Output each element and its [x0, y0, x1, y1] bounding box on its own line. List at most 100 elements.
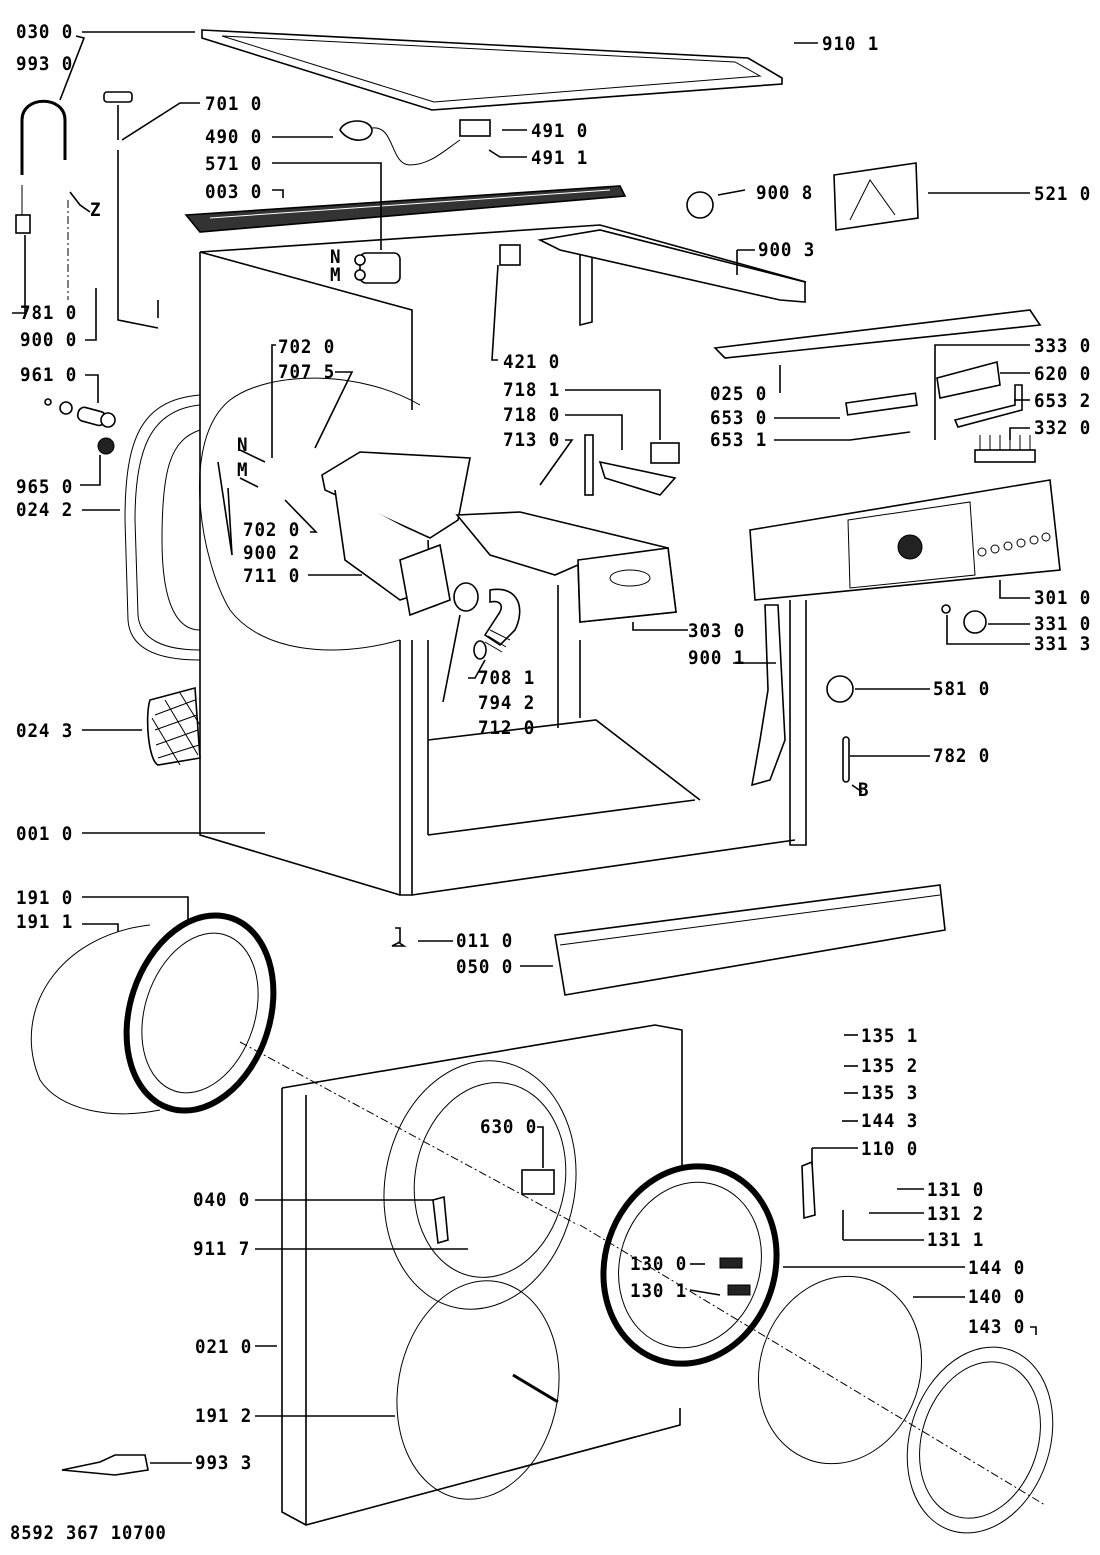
- callout-110-0: 110 0: [861, 1138, 919, 1160]
- door-gasket: [30, 912, 277, 1115]
- front-panel: [239, 1024, 683, 1526]
- callout-707-5: 707 5: [278, 361, 336, 383]
- callout-620-0: 620 0: [1034, 363, 1092, 385]
- drain-hose-pipe: [117, 105, 159, 329]
- callout-653-0: 653 0: [710, 407, 768, 429]
- callout-191-0: 191 0: [16, 887, 74, 909]
- top-lid: [201, 29, 783, 111]
- callout-025-0: 025 0: [710, 383, 768, 405]
- callout-131-1: 131 1: [927, 1229, 985, 1251]
- inlet-hose: [15, 99, 69, 300]
- callout-144-3: 144 3: [861, 1110, 919, 1132]
- callout-702-0-a: 702 0: [278, 336, 336, 358]
- callout-030-0: 030 0: [16, 21, 74, 43]
- callout-718-0: 718 0: [503, 404, 561, 426]
- top-rail: [537, 229, 806, 303]
- rear-grill: [146, 686, 201, 766]
- callout-713-0: 713 0: [503, 429, 561, 451]
- cabinet-body: [199, 224, 807, 896]
- callout-131-2: 131 2: [927, 1203, 985, 1225]
- callout-900-3: 900 3: [758, 239, 816, 261]
- part-713-0: [584, 434, 594, 496]
- callout-144-0: 144 0: [968, 1257, 1026, 1279]
- callout-491-1: 491 1: [531, 147, 589, 169]
- callout-m-heater: M: [237, 459, 249, 481]
- callout-m-valve: M: [330, 264, 342, 286]
- callout-135-3: 135 3: [861, 1082, 919, 1104]
- callout-911-7: 911 7: [193, 1238, 251, 1260]
- callout-718-1: 718 1: [503, 379, 561, 401]
- drain-filter: [44, 398, 116, 455]
- callout-581-0: 581 0: [933, 678, 991, 700]
- callout-191-1: 191 1: [16, 911, 74, 933]
- callout-571-0: 571 0: [205, 153, 263, 175]
- drain-hose: [453, 582, 521, 660]
- power-plug: [339, 120, 373, 141]
- knob-insert: [941, 604, 951, 614]
- part-718-0: [598, 460, 677, 496]
- callout-421-0: 421 0: [503, 351, 561, 373]
- wiring-harness: [750, 604, 786, 787]
- callout-135-2: 135 2: [861, 1055, 919, 1077]
- door-glass: [757, 1275, 923, 1465]
- callout-143-0: 143 0: [968, 1316, 1026, 1338]
- callout-021-0: 021 0: [195, 1336, 253, 1358]
- callout-900-2: 900 2: [243, 542, 301, 564]
- suppressor: [459, 119, 491, 137]
- control-panel-fascia: [749, 479, 1061, 601]
- callout-712-0: 712 0: [478, 717, 536, 739]
- callout-140-0: 140 0: [968, 1286, 1026, 1308]
- front-top-strip: [184, 185, 627, 233]
- callout-333-0: 333 0: [1034, 335, 1092, 357]
- callout-993-3: 993 3: [195, 1452, 253, 1474]
- callout-491-0: 491 0: [531, 120, 589, 142]
- callout-024-3: 024 3: [16, 720, 74, 742]
- pin-782: [842, 736, 850, 783]
- tension-spring: [512, 1373, 559, 1404]
- callout-191-2: 191 2: [195, 1405, 253, 1427]
- callout-n-heater: N: [237, 434, 249, 456]
- callout-130-0: 130 0: [630, 1253, 688, 1275]
- selector-knob: [963, 610, 987, 634]
- callout-050-0: 050 0: [456, 956, 514, 978]
- callout-301-0: 301 0: [1034, 587, 1092, 609]
- callout-965-0: 965 0: [16, 476, 74, 498]
- callout-z: Z: [90, 199, 102, 221]
- callout-135-1: 135 1: [861, 1025, 919, 1047]
- push-buttons: [974, 435, 1036, 463]
- callout-521-0: 521 0: [1034, 183, 1092, 205]
- hose-cap: [103, 91, 133, 103]
- callout-961-0: 961 0: [20, 364, 78, 386]
- callout-003-0: 003 0: [205, 181, 263, 203]
- callout-303-0: 303 0: [688, 620, 746, 642]
- callout-653-2: 653 2: [1034, 390, 1092, 412]
- callout-130-1: 130 1: [630, 1280, 688, 1302]
- detergent-drawer: [455, 511, 677, 623]
- part-718-1: [650, 442, 680, 464]
- callout-708-1: 708 1: [478, 667, 536, 689]
- callout-331-0: 331 0: [1034, 613, 1092, 635]
- electronic-module: [833, 162, 919, 231]
- light-guide-angle: [953, 384, 1023, 428]
- callout-630-0: 630 0: [480, 1116, 538, 1138]
- display-board: [936, 360, 1001, 399]
- callout-653-1: 653 1: [710, 429, 768, 451]
- pressure-switch: [826, 675, 854, 703]
- door-outer-ring: [906, 1346, 1054, 1534]
- callout-781-0: 781 0: [20, 302, 78, 324]
- callout-910-1: 910 1: [822, 33, 880, 55]
- power-cable: [371, 127, 461, 166]
- door-hinge: [432, 1195, 449, 1245]
- plinth-panel: [554, 884, 946, 996]
- callout-794-2: 794 2: [478, 692, 536, 714]
- callout-332-0: 332 0: [1034, 417, 1092, 439]
- callout-024-2: 024 2: [16, 499, 74, 521]
- adjustable-foot: [391, 927, 407, 947]
- callout-001-0: 001 0: [16, 823, 74, 845]
- door-lock: [521, 1169, 555, 1195]
- dispenser-housing: [321, 451, 471, 617]
- transit-wrench: [61, 1454, 149, 1476]
- light-guide: [845, 392, 918, 416]
- callout-490-0: 490 0: [205, 126, 263, 148]
